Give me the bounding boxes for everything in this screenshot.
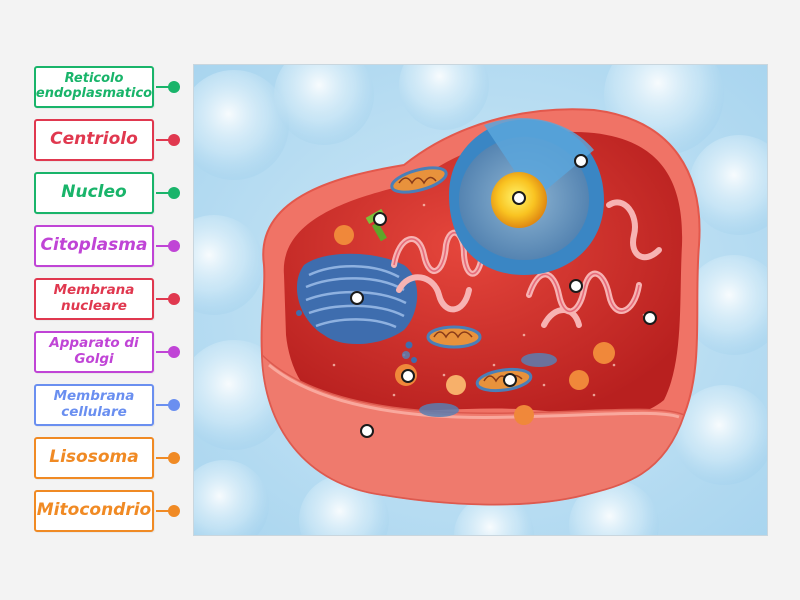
- connector-line: [156, 139, 174, 141]
- nucleus: [449, 118, 604, 276]
- label-box-reticolo-endoplasmatico[interactable]: Reticolo endoplasmatico: [34, 66, 154, 108]
- target-membrana-cellulare[interactable]: [360, 424, 374, 438]
- connector-dot[interactable]: [168, 399, 180, 411]
- target-mitocondrio[interactable]: [503, 373, 517, 387]
- endoplasmic-reticulum-detail: [393, 231, 640, 313]
- label-text: Centriolo: [50, 129, 138, 150]
- target-citoplasma[interactable]: [643, 311, 657, 325]
- connector-dot[interactable]: [168, 346, 180, 358]
- label-box-centriolo[interactable]: Centriolo: [34, 119, 154, 161]
- connector-dot[interactable]: [168, 240, 180, 252]
- target-centriolo[interactable]: [373, 212, 387, 226]
- connector-dot[interactable]: [168, 293, 180, 305]
- target-nucleo[interactable]: [512, 191, 526, 205]
- target-lisosoma[interactable]: [401, 369, 415, 383]
- label-box-membrana-nucleare[interactable]: Membrana nucleare: [34, 278, 154, 320]
- label-text: Reticolo endoplasmatico: [35, 71, 153, 101]
- label-box-apparato-di-golgi[interactable]: Apparato di Golgi: [34, 331, 154, 373]
- vesicles: [402, 351, 557, 417]
- label-box-citoplasma[interactable]: Citoplasma: [34, 225, 154, 267]
- target-membrana-nucleare[interactable]: [574, 154, 588, 168]
- label-text: Apparato di Golgi: [49, 335, 139, 367]
- connector-line: [156, 510, 174, 512]
- background-bubbles: [194, 65, 767, 535]
- animal-cell-illustration: [193, 64, 768, 536]
- connector-line: [156, 298, 174, 300]
- connector-dot[interactable]: [168, 81, 180, 93]
- connector-line: [156, 245, 174, 247]
- connector-line: [156, 86, 174, 88]
- label-text: Nucleo: [61, 182, 127, 203]
- connector-dot[interactable]: [168, 505, 180, 517]
- label-text: Lisosoma: [49, 447, 139, 468]
- label-text: Citoplasma: [40, 235, 148, 256]
- label-text: Membrana cellulare: [53, 388, 135, 420]
- connector-dot[interactable]: [168, 452, 180, 464]
- label-text: Membrana nucleare: [53, 282, 135, 314]
- connector-line: [156, 457, 174, 459]
- label-text: Mitocondrio: [36, 500, 152, 521]
- connector-line: [156, 192, 174, 194]
- label-box-membrana-cellulare[interactable]: Membrana cellulare: [34, 384, 154, 426]
- connector-dot[interactable]: [168, 187, 180, 199]
- target-apparato-di-golgi[interactable]: [350, 291, 364, 305]
- label-box-lisosoma[interactable]: Lisosoma: [34, 437, 154, 479]
- target-reticolo-endoplasmatico[interactable]: [569, 279, 583, 293]
- connector-dot[interactable]: [168, 134, 180, 146]
- connector-line: [156, 404, 174, 406]
- label-box-nucleo[interactable]: Nucleo: [34, 172, 154, 214]
- label-box-mitocondrio[interactable]: Mitocondrio: [34, 490, 154, 532]
- connector-line: [156, 351, 174, 353]
